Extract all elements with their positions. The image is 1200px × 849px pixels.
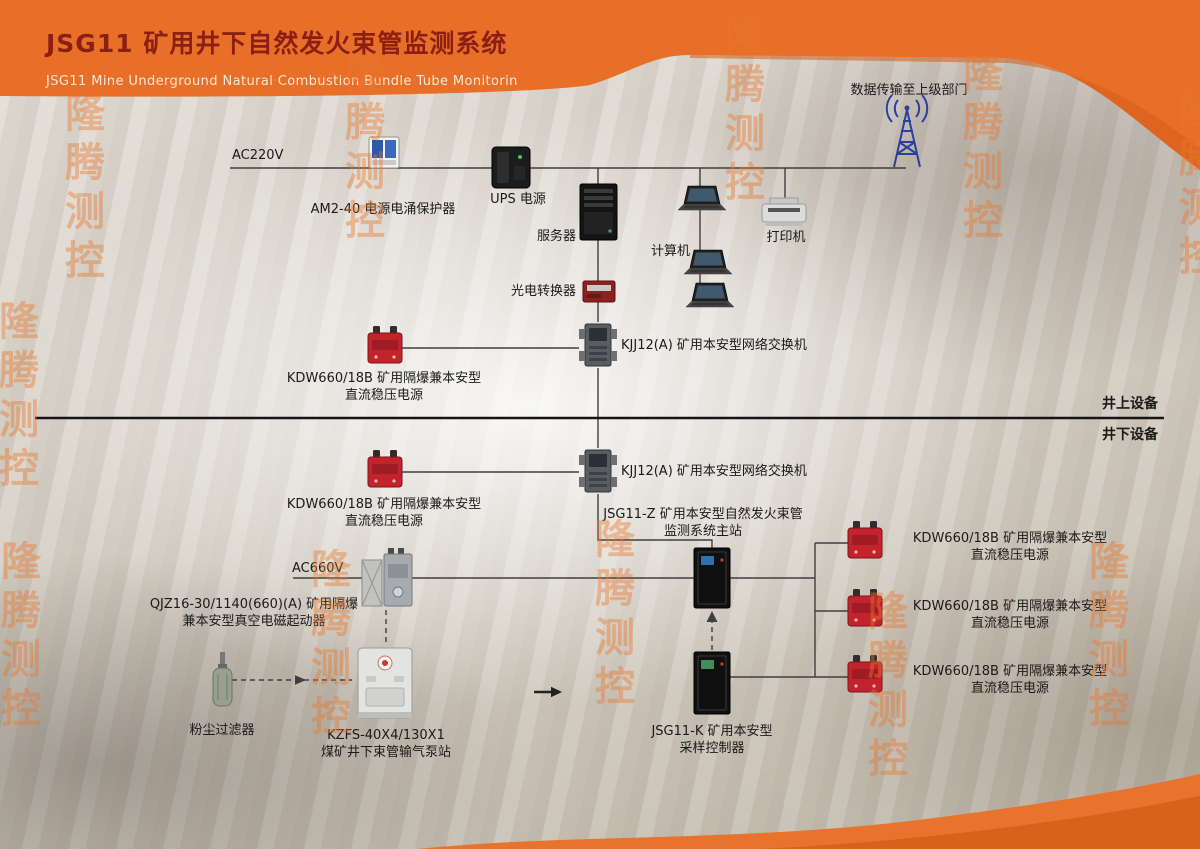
psu-label-line2: 直流稳压电源 <box>970 616 1049 631</box>
converter-device <box>582 280 616 303</box>
underground-switch-label: KJJ12(A) 矿用本安型网络交换机 <box>621 464 807 479</box>
psu-label-line2: 直流稳压电源 <box>344 514 423 529</box>
psu-label-line2: 直流稳压电源 <box>970 681 1049 696</box>
dc-power-device <box>367 325 403 364</box>
psu-right-3-label: KDW660/18B 矿用隔爆兼本安型 直流稳压电源 <box>890 663 1130 697</box>
laptop-icon <box>683 249 733 275</box>
ac660v-label: AC660V <box>292 561 344 576</box>
surge-protector-label: AM2-40 电源电涌保护器 <box>310 202 456 217</box>
psu-label-line2: 直流稳压电源 <box>344 388 423 403</box>
psu-label-line1: KDW660/18B 矿用隔爆兼本安型 <box>912 664 1108 679</box>
converter-label: 光电转换器 <box>510 284 576 299</box>
dust-filter-label: 粉尘过滤器 <box>189 723 255 738</box>
network-switch-device <box>578 323 618 367</box>
dc-power-device <box>847 520 883 559</box>
pump-station-label: KZFS-40X4/130X1 煤矿井下束管输气泵站 <box>308 727 464 761</box>
surface-switch-label: KJJ12(A) 矿用本安型网络交换机 <box>621 338 807 353</box>
sampler-device <box>693 651 731 715</box>
sampler-label: JSG11-K 矿用本安型 采样控制器 <box>640 723 784 757</box>
dust-filter-device <box>212 652 233 707</box>
sampler-line1: JSG11-K 矿用本安型 <box>651 724 773 739</box>
printer-icon <box>761 197 807 226</box>
psu-right-1-label: KDW660/18B 矿用隔爆兼本安型 直流稳压电源 <box>890 530 1130 564</box>
printer-label: 打印机 <box>766 230 806 245</box>
psu-label-line2: 直流稳压电源 <box>970 548 1049 563</box>
page-subtitle: JSG11 Mine Underground Natural Combustio… <box>46 74 518 89</box>
laptop-icon <box>677 185 727 211</box>
network-switch-device <box>578 449 618 493</box>
psu-right-2-label: KDW660/18B 矿用隔爆兼本安型 直流稳压电源 <box>890 598 1130 632</box>
sampler-line2: 采样控制器 <box>679 741 745 756</box>
surge-protector-device <box>368 136 400 169</box>
underground-zone-label: 井下设备 <box>1102 427 1158 443</box>
main-station-label: JSG11-Z 矿用本安型自然发火束管 监测系统主站 <box>594 506 812 540</box>
pump-line1: KZFS-40X4/130X1 <box>327 728 445 743</box>
dc-power-device <box>847 654 883 693</box>
server-device <box>579 183 618 241</box>
ups-label: UPS 电源 <box>490 192 546 207</box>
main-station-device <box>693 547 731 609</box>
server-label: 服务器 <box>536 229 576 244</box>
flow-arrow-up-icon <box>706 611 718 622</box>
antenna-label: 数据传输至上级部门 <box>850 83 968 98</box>
psu-label-line1: KDW660/18B 矿用隔爆兼本安型 <box>286 371 482 386</box>
dc-power-device <box>847 588 883 627</box>
laptop-icon <box>685 282 735 308</box>
computer-label: 计算机 <box>650 244 690 259</box>
underground-psu-left-label: KDW660/18B 矿用隔爆兼本安型 直流稳压电源 <box>268 496 500 530</box>
pump-station-device <box>357 647 413 719</box>
main-station-line1: JSG11-Z 矿用本安型自然发火束管 <box>603 507 803 522</box>
starter-device <box>361 548 413 607</box>
dc-power-device <box>367 449 403 488</box>
psu-label-line1: KDW660/18B 矿用隔爆兼本安型 <box>286 497 482 512</box>
dashed-tube-lines <box>232 610 713 681</box>
page-title: JSG11 矿用井下自然发火束管监测系统 <box>46 29 508 58</box>
gas-flow-arrow-icon <box>534 686 562 698</box>
main-station-line2: 监测系统主站 <box>663 524 742 539</box>
pump-line2: 煤矿井下束管输气泵站 <box>320 745 451 760</box>
flow-arrow-right-icon <box>295 675 306 685</box>
surface-zone-label: 井上设备 <box>1102 396 1158 412</box>
surface-psu-label: KDW660/18B 矿用隔爆兼本安型 直流稳压电源 <box>268 370 500 404</box>
antenna-icon <box>885 94 929 168</box>
ac220v-label: AC220V <box>232 148 284 163</box>
starter-line1: QJZ16-30/1140(660)(A) 矿用隔爆 <box>149 597 359 612</box>
starter-line2: 兼本安型真空电磁起动器 <box>182 614 326 629</box>
psu-label-line1: KDW660/18B 矿用隔爆兼本安型 <box>912 531 1108 546</box>
starter-label: QJZ16-30/1140(660)(A) 矿用隔爆 兼本安型真空电磁起动器 <box>148 596 360 630</box>
ups-device <box>491 146 531 189</box>
psu-label-line1: KDW660/18B 矿用隔爆兼本安型 <box>912 599 1108 614</box>
